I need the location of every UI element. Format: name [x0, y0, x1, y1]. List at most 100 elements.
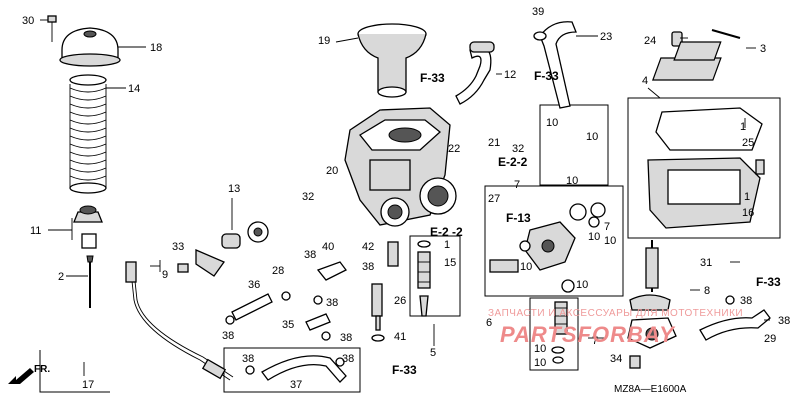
hose-35 — [305, 313, 331, 331]
label-38-a: 38 — [304, 249, 316, 261]
label-26: 26 — [394, 295, 406, 307]
slow-jet-parts — [417, 240, 431, 317]
label-1-a: 1 — [444, 239, 450, 251]
label-36: 36 — [248, 279, 260, 291]
leader-lines — [40, 19, 770, 376]
jet-needle-2 — [86, 255, 94, 308]
label-14: 14 — [128, 83, 140, 95]
front-direction-arrow: FR. — [8, 364, 50, 384]
label-30: 30 — [22, 15, 34, 27]
watermark-line2: PARTSFORBAY — [500, 322, 676, 347]
clips-38 — [225, 291, 735, 375]
label-7-b: 7 — [604, 221, 610, 233]
label-24: 24 — [644, 35, 656, 47]
label-38-i: 38 — [778, 315, 790, 327]
hose-37 — [261, 355, 347, 383]
label-32-b: 32 — [512, 143, 524, 155]
spring-14 — [69, 74, 107, 194]
label-1-b: 1 — [740, 121, 746, 133]
label-18: 18 — [150, 42, 162, 54]
jet-needle-parts — [551, 301, 568, 364]
overflow-hose-29 — [699, 309, 771, 341]
label-10-d: 10 — [588, 231, 600, 243]
label-37: 37 — [290, 379, 302, 391]
label-13: 13 — [228, 183, 240, 195]
needle-set-box — [484, 185, 624, 297]
label-3: 3 — [760, 43, 766, 55]
screw-30 — [47, 15, 57, 42]
label-38-c: 38 — [222, 330, 234, 342]
label-1-c: 1 — [744, 191, 750, 203]
jet-kit-box — [539, 104, 609, 186]
throttle-cable-17 — [125, 261, 234, 381]
label-38-h: 38 — [740, 295, 752, 307]
label-23: 23 — [600, 31, 612, 43]
label-10-a: 10 — [546, 117, 558, 129]
float-valve-8 — [627, 240, 677, 349]
diaphragm-19 — [357, 23, 427, 98]
carburetor-body — [344, 107, 457, 227]
label-38-b: 38 — [326, 297, 338, 309]
label-21: 21 — [488, 137, 500, 149]
screw-34 — [629, 355, 641, 369]
label-38-d: 38 — [340, 332, 352, 344]
label-10-e: 10 — [604, 235, 616, 247]
piston-11 — [73, 205, 103, 249]
ref-e22-b: E-2-2 — [498, 155, 528, 169]
label-7-c: 7 — [592, 335, 598, 347]
drain-screw-16 — [755, 159, 765, 175]
ref-f33-c: F-33 — [392, 363, 417, 377]
label-10-b: 10 — [586, 131, 598, 143]
label-42: 42 — [362, 241, 374, 253]
label-33: 33 — [172, 241, 184, 253]
label-11: 11 — [30, 225, 41, 237]
float-chamber — [647, 107, 763, 229]
label-27: 27 — [488, 193, 500, 205]
o-ring-41 — [371, 334, 385, 342]
front-label: FR. — [34, 364, 50, 375]
label-10-i: 10 — [534, 357, 546, 369]
ref-e22-a: E-2 -2 — [430, 225, 463, 239]
label-10-h: 10 — [534, 343, 546, 355]
ref-f33-d: F-33 — [756, 275, 781, 289]
label-10-g: 10 — [576, 279, 588, 291]
float-chamber-box — [627, 97, 781, 239]
label-10-c: 10 — [566, 175, 578, 187]
hose-36 — [231, 293, 273, 321]
label-28: 28 — [272, 265, 284, 277]
choke-parts-13 — [195, 221, 269, 277]
float-pin-3 — [651, 29, 741, 81]
label-40: 40 — [322, 241, 334, 253]
pilot-screw-42 — [387, 241, 399, 267]
part-number-labels: 30 18 14 11 2 17 13 33 9 36 28 38 40 38 … — [22, 6, 790, 391]
label-15: 15 — [444, 257, 456, 269]
label-38-e: 38 — [242, 353, 254, 365]
label-6: 6 — [486, 317, 492, 329]
label-5: 5 — [430, 347, 436, 359]
label-12: 12 — [504, 69, 516, 81]
ref-f33-a: F-33 — [420, 71, 445, 85]
label-25: 25 — [742, 137, 754, 149]
hose-40 — [316, 261, 347, 281]
vent-hose-12 — [455, 41, 495, 105]
label-10-f: 10 — [520, 261, 532, 273]
needle-jet-holder — [489, 202, 606, 293]
label-4: 4 — [642, 75, 648, 87]
screw-24 — [671, 31, 683, 47]
label-39: 39 — [532, 6, 544, 18]
label-2: 2 — [58, 271, 64, 283]
label-34: 34 — [610, 353, 622, 365]
label-17: 17 — [82, 379, 94, 391]
jet-needle-box — [529, 297, 579, 371]
label-19: 19 — [318, 35, 330, 47]
label-38-g: 38 — [362, 261, 374, 273]
label-20: 20 — [326, 165, 338, 177]
jet-26 — [371, 283, 383, 331]
label-22: 22 — [448, 143, 460, 155]
carb-top-cap-18 — [59, 27, 121, 67]
frame-corner — [39, 350, 110, 393]
label-7-a: 7 — [514, 179, 520, 191]
slow-jet-box — [409, 235, 461, 317]
